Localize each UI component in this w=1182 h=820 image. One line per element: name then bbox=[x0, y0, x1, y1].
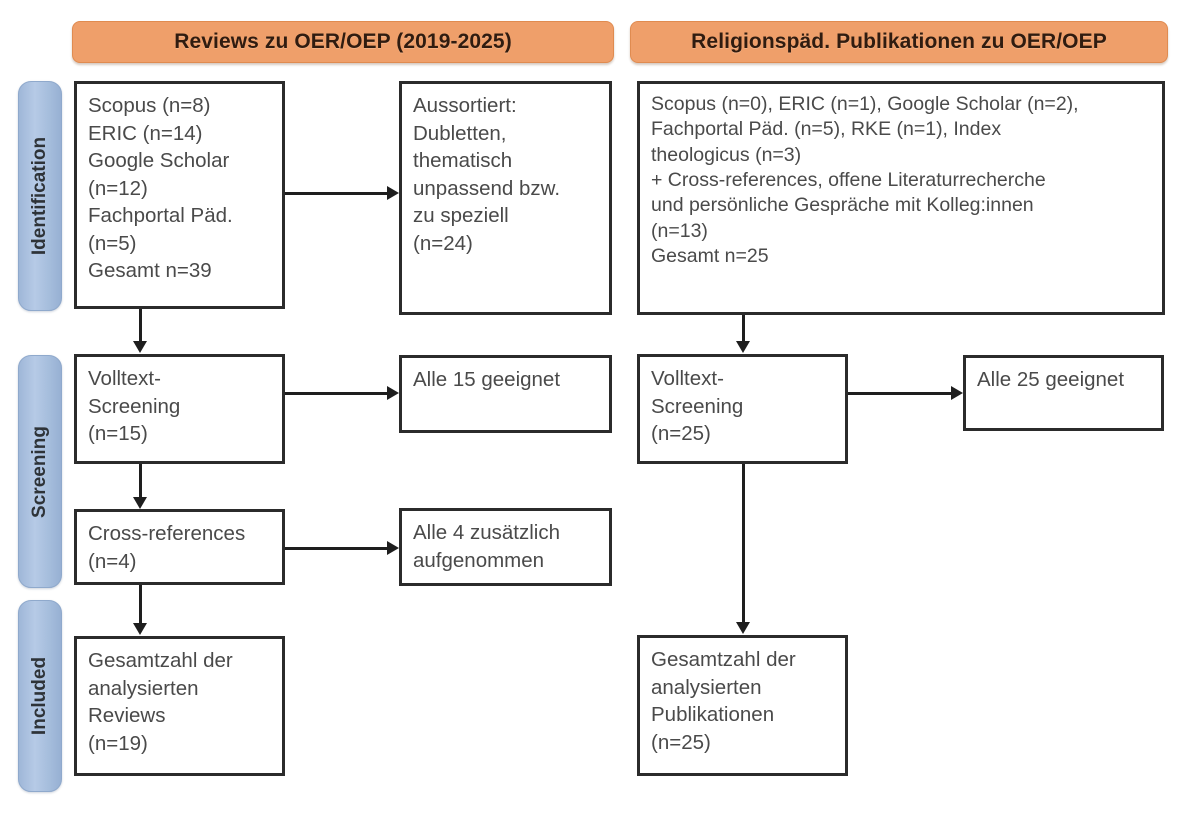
connector-right-fulltext-to-included bbox=[742, 464, 745, 623]
connector-right-identification-to-fulltext bbox=[742, 315, 745, 342]
box-line: Scopus (n=8) bbox=[88, 94, 211, 117]
box-line: Volltext- bbox=[88, 367, 161, 390]
box-line: unpassend bzw. bbox=[413, 176, 561, 200]
connector-left-identification-to-fulltext bbox=[139, 309, 142, 342]
connector-left-fulltext-to-result bbox=[285, 392, 389, 395]
box-line: Fachportal Päd. bbox=[88, 204, 233, 228]
box-line: (n=13) bbox=[651, 219, 708, 242]
arrowhead-left-fulltext-to-result bbox=[387, 386, 399, 400]
box-line: Google Scholar bbox=[88, 149, 230, 173]
box-line: Fachportal Päd. (n=5), RKE (n=1), Index bbox=[651, 118, 1002, 141]
box-line: (n=4) bbox=[88, 549, 137, 573]
box-line: Reviews bbox=[88, 704, 166, 728]
box-line: Screening bbox=[88, 394, 181, 418]
box-line: und persönliche Gespräche mit Kolleg:inn… bbox=[651, 194, 1034, 217]
box-line: theologicus (n=3) bbox=[651, 143, 802, 166]
box-line: (n=25) bbox=[651, 730, 711, 754]
column-header-right-label: Religionspäd. Publikationen zu OER/OEP bbox=[691, 30, 1107, 53]
arrowhead-right-fulltext-to-result bbox=[951, 386, 963, 400]
box-line: Gesamt n=25 bbox=[651, 245, 769, 268]
box-line: Publikationen bbox=[651, 703, 775, 727]
stage-label-included: Included bbox=[18, 600, 62, 792]
box-line: Alle 4 zusätzlich bbox=[413, 521, 560, 544]
box-line: + Cross-references, offene Literaturrech… bbox=[651, 169, 1046, 192]
box-left-crossrefs-result: Alle 4 zusätzlich aufgenommen bbox=[399, 508, 612, 586]
box-right-identification: Scopus (n=0), ERIC (n=1), Google Scholar… bbox=[637, 81, 1165, 315]
arrowhead-left-fulltext-to-crossrefs bbox=[133, 497, 147, 509]
box-line: Aussortiert: bbox=[413, 94, 517, 117]
box-line: Alle 25 geeignet bbox=[977, 368, 1125, 391]
box-line: Alle 15 geeignet bbox=[413, 368, 561, 391]
box-line: analysierten bbox=[88, 676, 199, 700]
box-left-identification: Scopus (n=8) ERIC (n=14) Google Scholar … bbox=[74, 81, 285, 309]
stage-label-identification: Identification bbox=[18, 81, 62, 311]
stage-label-screening: Screening bbox=[18, 355, 62, 588]
box-line: (n=25) bbox=[651, 422, 711, 446]
arrowhead-right-fulltext-to-included bbox=[736, 622, 750, 634]
box-left-included: Gesamtzahl der analysierten Reviews (n=1… bbox=[74, 636, 285, 776]
column-header-left: Reviews zu OER/OEP (2019-2025) bbox=[72, 21, 614, 63]
box-line: Gesamt n=39 bbox=[88, 259, 212, 283]
connector-left-fulltext-to-crossrefs bbox=[139, 464, 142, 498]
column-header-right: Religionspäd. Publikationen zu OER/OEP bbox=[630, 21, 1168, 63]
box-line: (n=19) bbox=[88, 731, 148, 755]
connector-left-crossrefs-to-included bbox=[139, 585, 142, 624]
box-right-fulltext-screening: Volltext- Screening (n=25) bbox=[637, 354, 848, 464]
box-line: thematisch bbox=[413, 149, 513, 173]
box-left-fulltext-screening: Volltext- Screening (n=15) bbox=[74, 354, 285, 464]
arrowhead-left-identification-to-fulltext bbox=[133, 341, 147, 353]
arrowhead-left-crossrefs-to-included bbox=[133, 623, 147, 635]
connector-right-fulltext-to-result bbox=[848, 392, 953, 395]
box-line: Volltext- bbox=[651, 367, 724, 390]
box-line: (n=5) bbox=[88, 231, 137, 255]
box-line: analysierten bbox=[651, 675, 762, 699]
box-line: (n=12) bbox=[88, 176, 148, 200]
box-line: (n=24) bbox=[413, 231, 473, 255]
stage-label-included-text: Included bbox=[29, 656, 50, 736]
box-line: Gesamtzahl der bbox=[651, 648, 796, 671]
box-line: zu speziell bbox=[413, 204, 509, 228]
box-line: Dubletten, bbox=[413, 121, 507, 145]
box-line: Scopus (n=0), ERIC (n=1), Google Scholar… bbox=[651, 93, 1079, 115]
box-line: ERIC (n=14) bbox=[88, 121, 203, 145]
connector-left-crossrefs-to-result bbox=[285, 547, 389, 550]
arrowhead-left-crossrefs-to-result bbox=[387, 541, 399, 555]
box-line: aufgenommen bbox=[413, 548, 545, 572]
box-right-included: Gesamtzahl der analysierten Publikatione… bbox=[637, 635, 848, 776]
box-line: Cross-references bbox=[88, 522, 246, 545]
stage-label-identification-text: Identification bbox=[29, 136, 50, 256]
box-right-fulltext-result: Alle 25 geeignet bbox=[963, 355, 1164, 431]
box-left-fulltext-result: Alle 15 geeignet bbox=[399, 355, 612, 433]
box-line: (n=15) bbox=[88, 422, 148, 446]
arrowhead-left-identification-to-excluded bbox=[387, 186, 399, 200]
arrowhead-right-identification-to-fulltext bbox=[736, 341, 750, 353]
box-line: Gesamtzahl der bbox=[88, 649, 233, 672]
box-left-crossrefs: Cross-references (n=4) bbox=[74, 509, 285, 585]
box-left-excluded: Aussortiert: Dubletten, thematisch unpas… bbox=[399, 81, 612, 315]
stage-label-screening-text: Screening bbox=[29, 425, 50, 518]
box-line: Screening bbox=[651, 394, 744, 418]
column-header-left-label: Reviews zu OER/OEP (2019-2025) bbox=[174, 30, 512, 53]
connector-left-identification-to-excluded bbox=[285, 192, 389, 195]
